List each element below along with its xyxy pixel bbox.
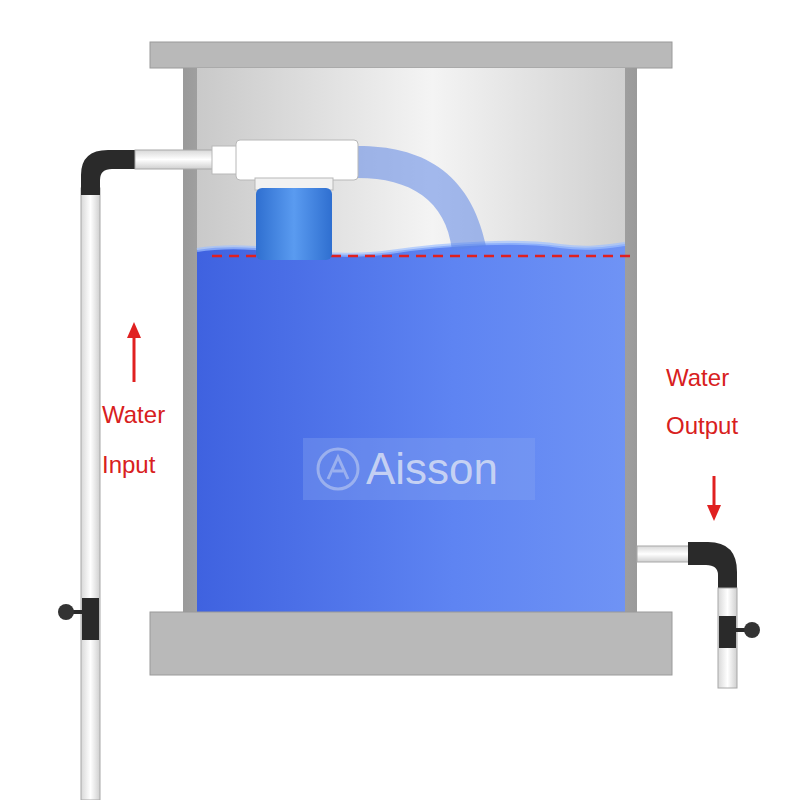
flow-arrow-down-head — [707, 505, 721, 521]
inlet-valve — [82, 598, 99, 640]
tank-lid — [150, 42, 672, 68]
outlet-pipe — [718, 588, 737, 688]
outlet-valve — [719, 616, 736, 648]
water — [197, 243, 625, 614]
watermark: Aisson — [366, 444, 536, 494]
outlet-pipe-horizontal — [637, 546, 691, 562]
watermark-patch — [303, 438, 535, 500]
watermark-logo — [318, 449, 358, 489]
float — [256, 188, 332, 260]
water-stream — [358, 146, 486, 250]
flow-label: Water Output — [666, 354, 776, 450]
inlet-elbow — [81, 150, 135, 195]
inlet-valve-handle — [58, 604, 74, 620]
flow-arrow-up-head — [127, 322, 141, 338]
tank-base — [150, 612, 672, 675]
flow-arrow-up — [133, 334, 136, 382]
valve-nut — [212, 146, 238, 174]
inlet-pipe — [81, 188, 100, 800]
flow-label: Water Input — [102, 390, 188, 490]
float-valve-body — [236, 140, 358, 180]
tank-inside — [197, 68, 625, 614]
outlet-valve-handle — [744, 622, 760, 638]
tank-wall — [183, 68, 637, 614]
outlet-elbow — [688, 542, 737, 590]
flow-arrow-down — [713, 476, 716, 508]
inlet-pipe-horizontal — [135, 150, 217, 169]
